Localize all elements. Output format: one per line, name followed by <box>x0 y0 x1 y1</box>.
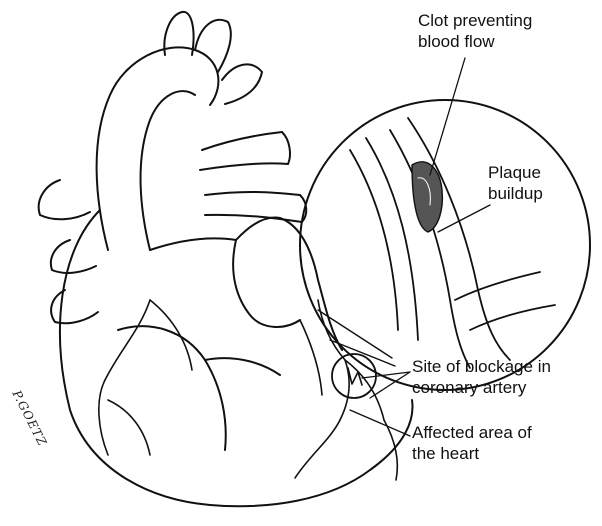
blockage-circle <box>332 354 376 398</box>
blockage-site-label: Site of blockage in coronary artery <box>412 356 602 398</box>
aorta-and-vessels <box>39 12 307 323</box>
affected-area-label: Affected area of the heart <box>412 422 602 464</box>
blockage-mark <box>348 368 362 385</box>
clot-label: Clot preventing blood flow <box>418 10 598 52</box>
heart-body <box>60 210 413 506</box>
plaque-label: Plaque buildup <box>488 162 598 204</box>
artery-zoom-inset <box>300 100 590 390</box>
